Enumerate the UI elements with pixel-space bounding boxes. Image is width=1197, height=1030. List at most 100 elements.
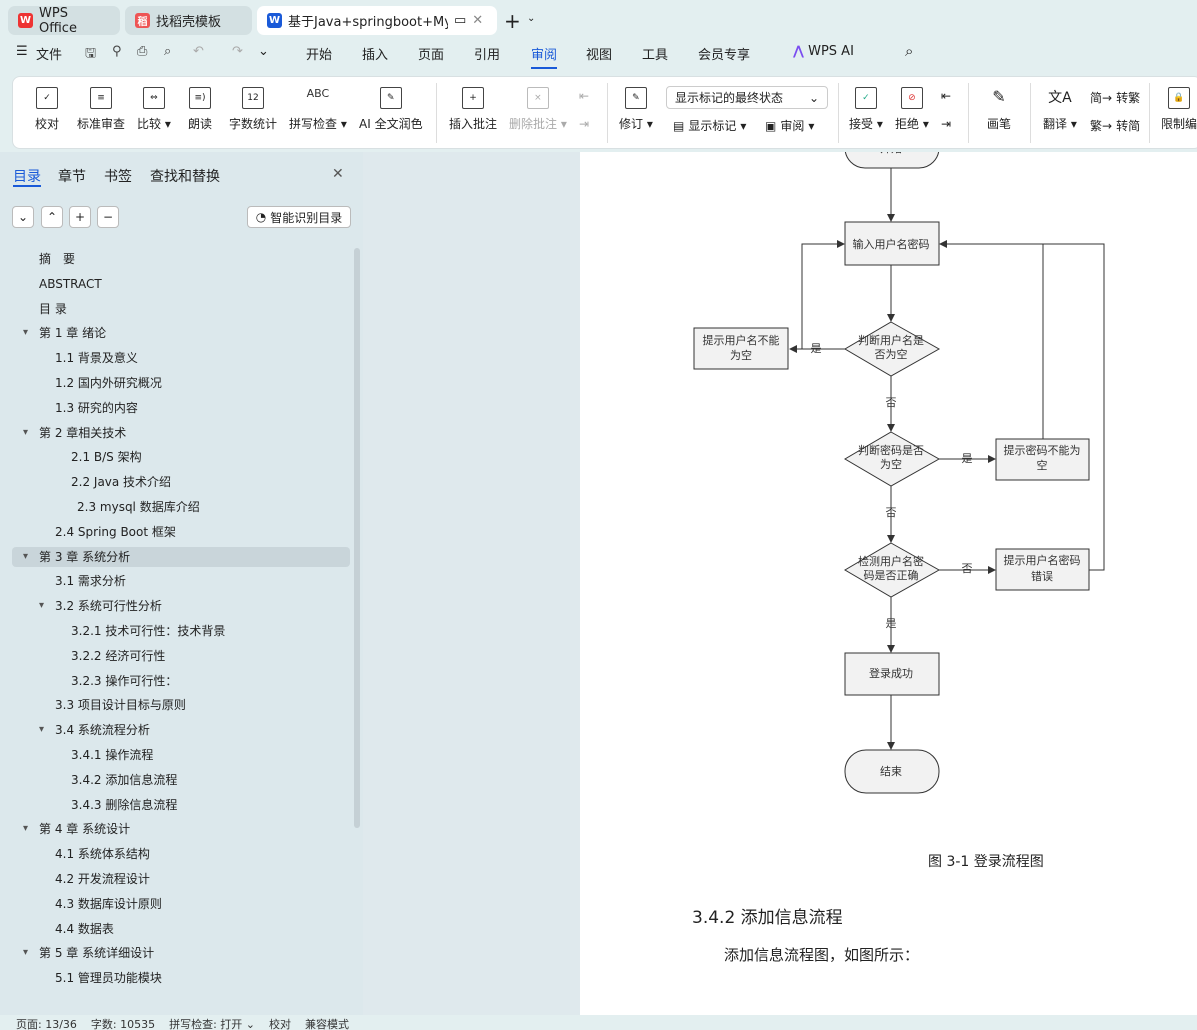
toc-item[interactable]: 2.4 Spring Boot 框架 [12,522,350,542]
expand-toggle-icon[interactable]: ▾ [23,426,29,438]
expand-toggle-icon[interactable]: ▾ [39,724,45,736]
insert-comment-button[interactable]: +插入批注 [449,87,497,132]
ai-polish-button[interactable]: ✎AI 全文润色 [359,87,423,132]
hamburger-icon[interactable]: ☰ [16,44,28,59]
toc-item[interactable]: 4.3 数据库设计原则 [12,894,350,914]
tab-docer[interactable]: 稻找稻壳模板 [125,6,252,35]
menu-reference[interactable]: 引用 [474,48,501,63]
menu-tools[interactable]: 工具 [642,48,669,63]
toc-item[interactable]: 3.2.1 技术可行性：技术背景 [12,621,350,641]
prev-comment-icon[interactable]: ⇤ [579,89,590,103]
to-traditional-button[interactable]: 简→转繁 [1090,91,1141,105]
revise-button[interactable]: ✎修订 ▾ [619,87,653,132]
toc-item[interactable]: ▾第 1 章 绪论 [12,323,350,343]
delete-comment-button[interactable]: ×删除批注 ▾ [509,87,567,132]
toc-item[interactable]: ▾第 4 章 系统设计 [12,819,350,839]
print-preview-icon[interactable]: ⌕ [164,44,172,59]
expand-toggle-icon[interactable]: ▾ [39,600,45,612]
toc-item[interactable]: 3.4.1 操作流程 [12,745,350,765]
toc-item[interactable]: 3.4.2 添加信息流程 [12,770,350,790]
reject-button[interactable]: ⊘拒绝 ▾ [895,87,929,132]
toc-item[interactable]: 1.1 背景及意义 [12,348,350,368]
more-icon[interactable]: ⌄ [258,44,269,59]
add-level-button[interactable]: + [69,206,91,228]
tab-toc[interactable]: 目录 [13,169,41,185]
tab-chapters[interactable]: 章节 [58,169,86,185]
menu-page[interactable]: 页面 [418,48,445,63]
toc-item[interactable]: 2.2 Java 技术介绍 [12,472,350,492]
word-count[interactable]: 字数: 10535 [90,1018,156,1030]
search-icon[interactable]: ⌕ [905,42,914,60]
toc-item[interactable]: 3.2.3 操作可行性： [12,671,350,691]
toc-item[interactable]: 4.1 系统体系结构 [12,844,350,864]
toc-item[interactable]: ▾第 5 章 系统详细设计 [12,943,350,963]
expand-toggle-icon[interactable]: ▾ [23,327,29,339]
toc-item[interactable]: ▾3.2 系统可行性分析 [12,596,350,616]
expand-up-button[interactable]: ⌃ [41,206,63,228]
smart-toc-button[interactable]: ◔智能识别目录 [247,206,351,228]
new-tab-icon[interactable]: + [504,9,521,33]
menu-review[interactable]: 审阅 [531,44,558,69]
expand-toggle-icon[interactable]: ▾ [23,550,29,562]
scrollbar[interactable] [354,248,360,828]
toc-item[interactable]: 3.1 需求分析 [12,571,350,591]
tab-find-replace[interactable]: 查找和替换 [150,169,220,185]
undo-icon[interactable]: ↶ [193,44,204,59]
page-indicator[interactable]: 页面: 13/36 [16,1018,77,1030]
compare-button[interactable]: ⇔比较 ▾ [137,87,171,132]
proof-button[interactable]: ✓校对 [35,87,59,132]
expand-toggle-icon[interactable]: ▾ [23,823,29,835]
wps-ai-button[interactable]: ⋀ WPS AI [793,44,854,59]
toc-item[interactable]: 摘 要 [12,249,350,269]
close-panel-icon[interactable]: ✕ [332,166,344,182]
monitor-icon[interactable]: ▭ [454,13,467,28]
expand-toggle-icon[interactable]: ▾ [23,947,29,959]
menu-member[interactable]: 会员专享 [698,48,751,63]
menu-insert[interactable]: 插入 [362,48,389,63]
tab-bookmarks[interactable]: 书签 [104,169,132,185]
toc-item[interactable]: 3.2.2 经济可行性 [12,646,350,666]
restrict-edit-button[interactable]: 🔒限制编 [1161,87,1197,132]
toc-item[interactable]: 4.2 开发流程设计 [12,869,350,889]
proof-status[interactable]: 校对 [269,1018,292,1030]
read-aloud-button[interactable]: ≡)朗读 [188,87,212,132]
std-review-button[interactable]: ≡标准审查 [77,87,125,132]
accept-button[interactable]: ✓接受 ▾ [849,87,883,132]
print-icon[interactable]: ⎙ [137,44,148,59]
pen-button[interactable]: ✎画笔 [987,87,1011,132]
redo-icon[interactable]: ↷ [232,44,243,59]
next-comment-icon[interactable]: ⇥ [579,117,590,131]
spell-status[interactable]: 拼写检查: 打开 ⌄ [169,1018,256,1030]
show-marks-button[interactable]: ▤显示标记 ▾ [673,118,747,134]
toc-item[interactable]: ▾3.4 系统流程分析 [12,720,350,740]
chevron-down-icon[interactable]: ⌄ [527,13,536,24]
to-simplified-button[interactable]: 繁→转简 [1090,119,1141,133]
prev-change-icon[interactable]: ⇤ [941,89,952,103]
review-pane-button[interactable]: ▣审阅 ▾ [765,118,815,134]
toc-item[interactable]: ▾第 2 章相关技术 [12,423,350,443]
menu-view[interactable]: 视图 [586,48,613,63]
toc-item[interactable]: ABSTRACT [12,274,350,294]
toc-item[interactable]: 2.1 B/S 架构 [12,447,350,467]
share-icon[interactable]: ⚲ [112,44,122,59]
toc-item[interactable]: 3.4.3 删除信息流程 [12,795,350,815]
collapse-all-button[interactable]: ⌄ [12,206,34,228]
toc-item[interactable]: 1.2 国内外研究概况 [12,373,350,393]
display-mode-select[interactable]: 显示标记的最终状态⌄ [666,86,828,109]
toc-item[interactable]: 1.3 研究的内容 [12,398,350,418]
toc-item[interactable]: 3.3 项目设计目标与原则 [12,695,350,715]
remove-level-button[interactable]: − [97,206,119,228]
toc-item[interactable]: 2.3 mysql 数据库介绍 [12,497,350,517]
save-icon[interactable]: 🖫 [85,46,97,61]
menu-home[interactable]: 开始 [306,48,333,63]
toc-item[interactable]: 5.1 管理员功能模块 [12,968,350,988]
toc-item[interactable]: ▾第 3 章 系统分析 [12,546,350,567]
next-change-icon[interactable]: ⇥ [941,117,952,131]
toc-item[interactable]: 目 录 [12,299,350,319]
toc-item[interactable]: 4.4 数据表 [12,919,350,939]
